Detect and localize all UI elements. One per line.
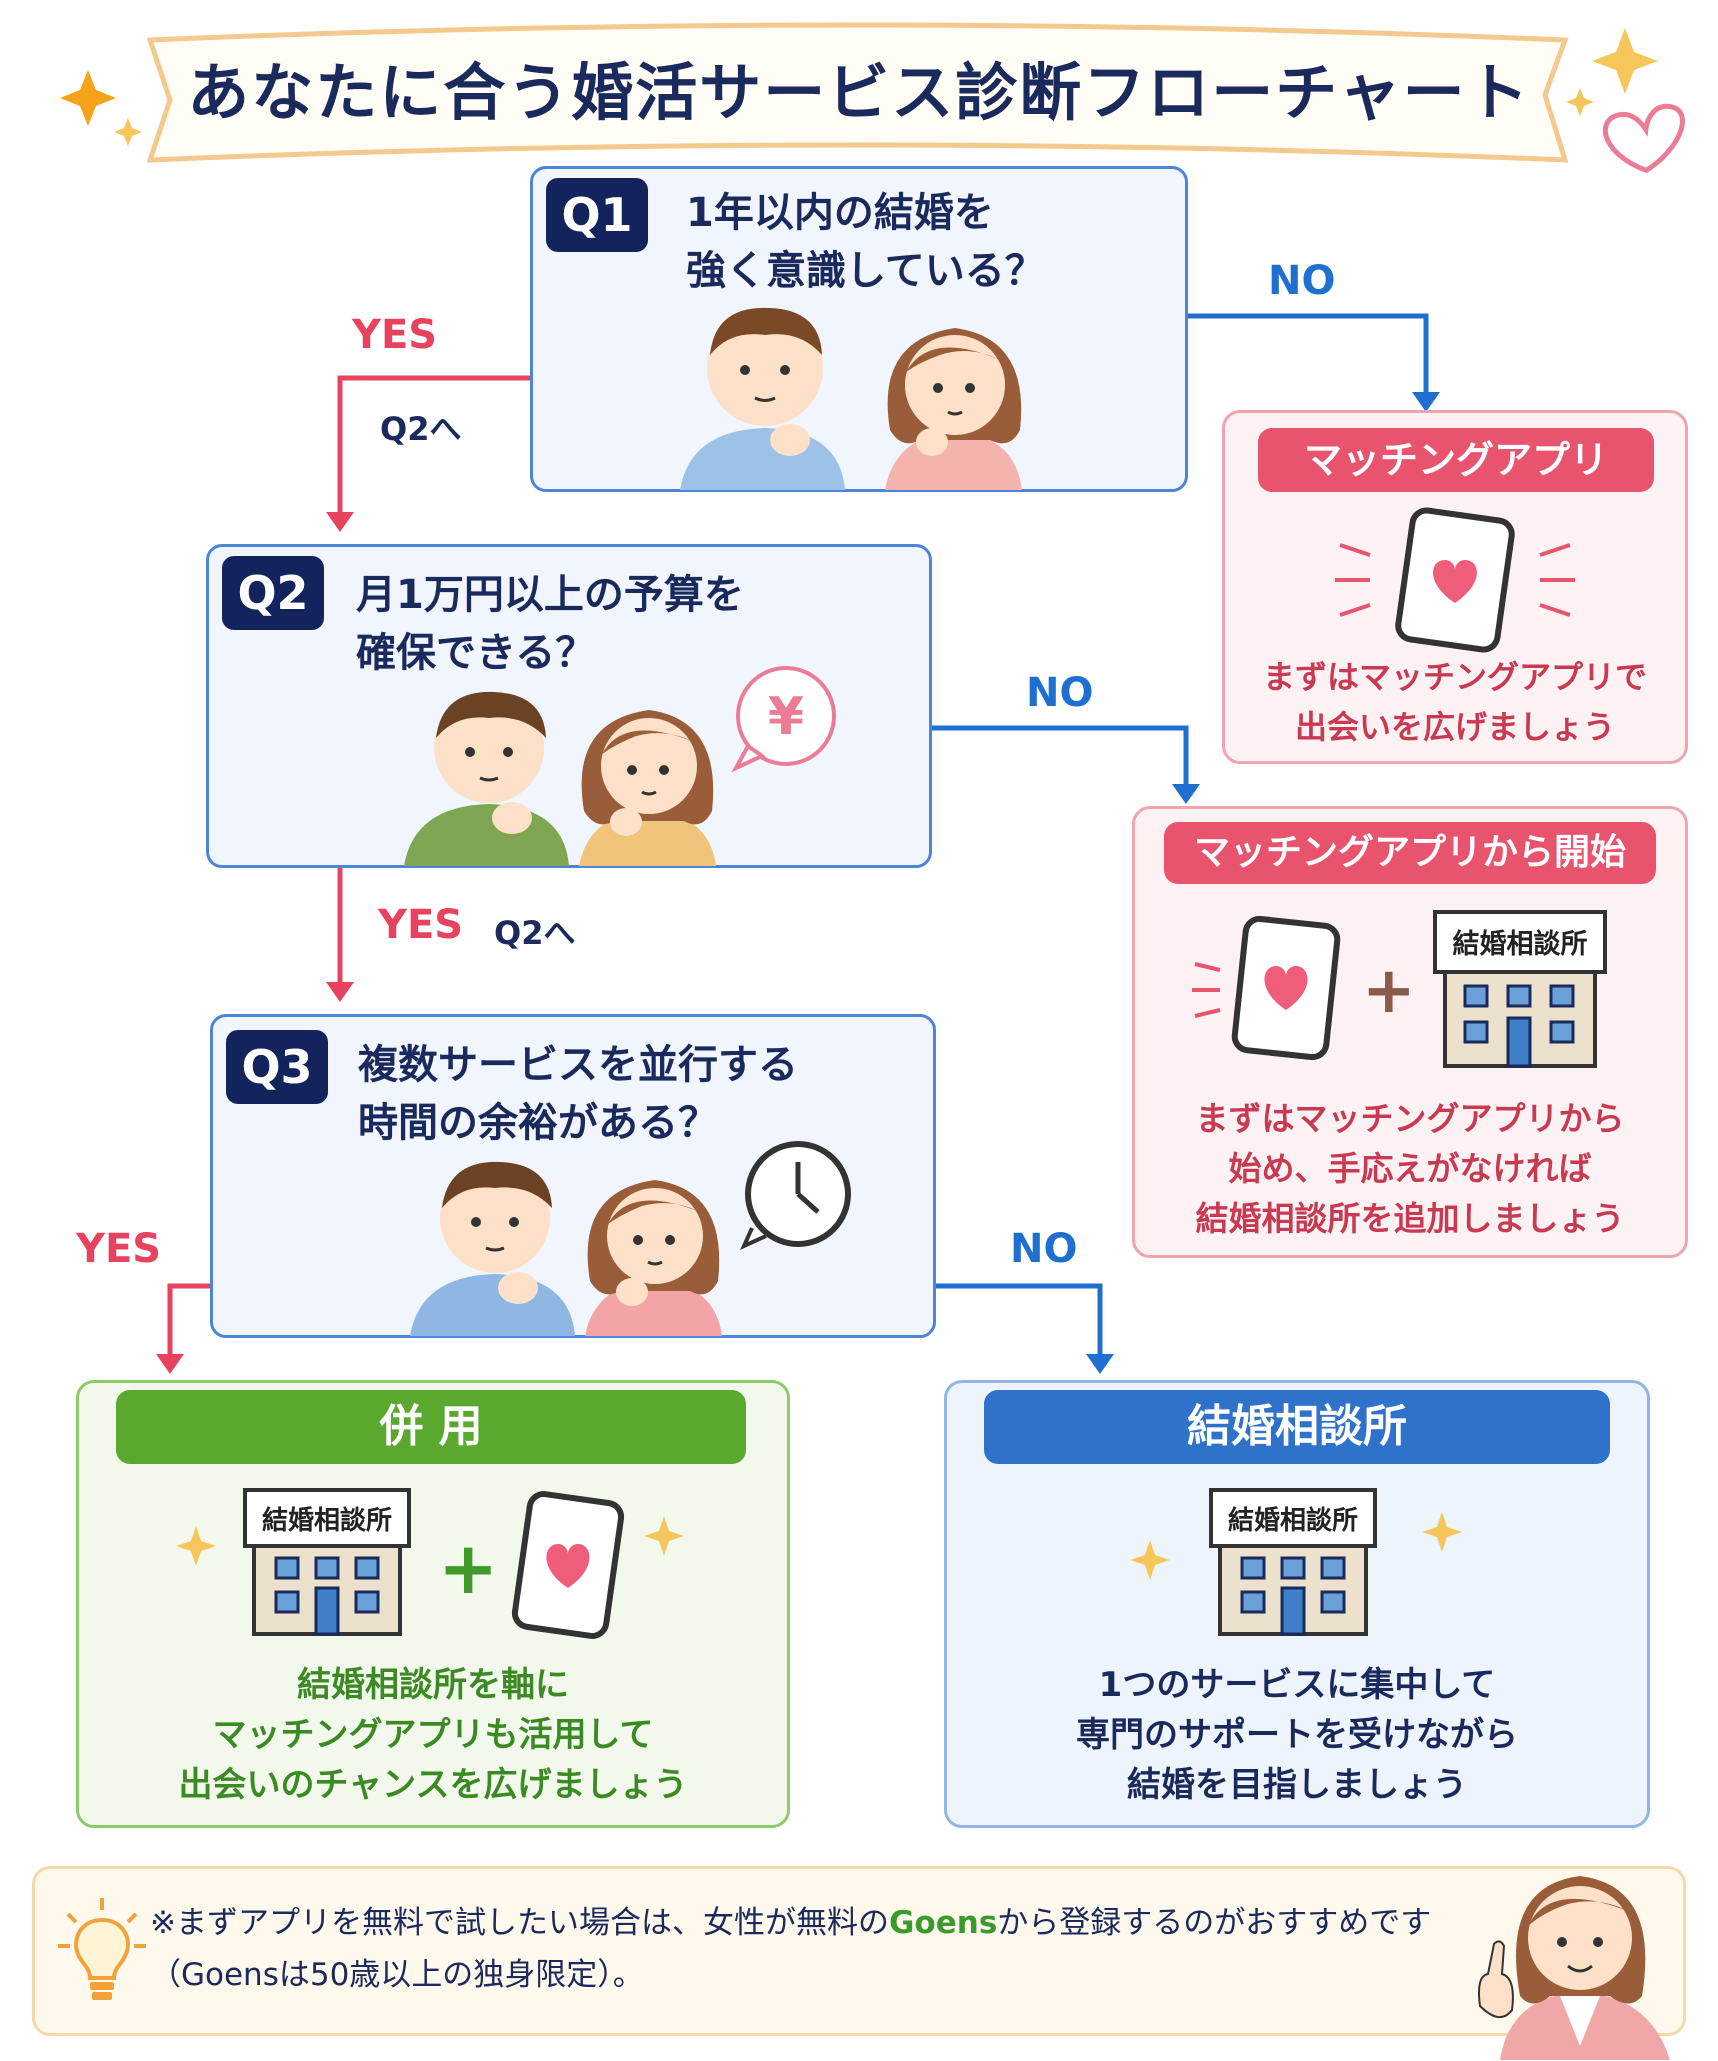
sparkle-icon <box>176 1526 216 1566</box>
marriage-agency-building-icon <box>243 1488 411 1636</box>
q1-no-connector <box>1188 313 1429 398</box>
q3-question: 複数サービスを並行する 時間の余裕がある？ <box>358 1042 798 1146</box>
q3-yes-connector <box>167 1283 210 1360</box>
arrowhead-icon <box>1412 392 1440 412</box>
q1-yes-label: YES <box>352 312 438 358</box>
sparkle-icon <box>114 118 142 146</box>
arrowhead-icon <box>1086 1354 1114 1374</box>
sparkle-icon <box>1130 1540 1170 1580</box>
q3-no-label: NO <box>1010 1226 1078 1272</box>
note-line-2: （Goensは50歳以上の独身限定）。 <box>150 1957 644 1993</box>
q1-question: 1年以内の結婚を 強く意識している？ <box>686 190 1045 294</box>
note-suffix: から登録するのがおすすめです <box>997 1905 1432 1941</box>
smartphone-heart-icon <box>1192 915 1341 1061</box>
result-combined-text: 結婚相談所を軸に マッチングアプリも活用して 出会いのチャンスを広げましょう <box>178 1665 688 1805</box>
thinking-couple-illustration <box>410 1161 722 1336</box>
arrowhead-icon <box>1172 784 1200 804</box>
arrowhead-icon <box>326 982 354 1002</box>
sparkle-icon <box>1592 28 1658 94</box>
marriage-agency-building-icon <box>1209 1488 1377 1636</box>
recommendation-note <box>32 1866 1686 2036</box>
arrowhead-icon <box>326 512 354 532</box>
goens-brand: Goens <box>888 1905 998 1941</box>
plus-icon: + <box>1362 954 1416 1028</box>
sparkle-icon <box>60 70 116 126</box>
building-sign-label: 結婚相談所 <box>261 1506 392 1536</box>
q3-badge: Q3 <box>226 1030 328 1104</box>
sparkle-icon <box>1566 88 1594 116</box>
marriage-agency-building-icon <box>1433 910 1607 1068</box>
q2-no-label: NO <box>1026 670 1094 716</box>
note-line-1: ※まずアプリを無料で試したい場合は、女性が無料のGoensから登録するのがおすす… <box>150 1897 1431 1949</box>
result-start-matching-title: マッチングアプリから開始 <box>1164 822 1656 884</box>
q2-no-connector <box>932 725 1189 790</box>
note-prefix: ※まずアプリを無料で試したい場合は、女性が無料の <box>150 1905 889 1941</box>
q2-badge: Q2 <box>222 556 324 630</box>
q3-no-connector <box>936 1283 1103 1360</box>
building-sign-label: 結婚相談所 <box>1227 1506 1358 1536</box>
result-matching-app-title: マッチングアプリ <box>1258 428 1654 492</box>
q1-badge: Q1 <box>546 178 648 252</box>
sparkle-icon <box>644 1516 684 1556</box>
q2-yes-sublabel: Q2へ <box>494 914 576 952</box>
building-sign-label: 結婚相談所 <box>1452 929 1588 960</box>
heart-outline-icon <box>1602 103 1685 174</box>
smartphone-heart-icon <box>511 1491 625 1639</box>
yen-symbol: ¥ <box>768 687 804 747</box>
q2-yes-label: YES <box>378 902 464 948</box>
result-matching-app-text: まずはマッチングアプリで 出会いを広げましょう <box>1262 658 1647 746</box>
clock-icon <box>740 1141 851 1250</box>
result-start-matching-text: まずはマッチングアプリから 始め、手応えがなければ 結婚相談所を追加しましょう <box>1195 1099 1625 1238</box>
thinking-couple-illustration <box>680 307 1022 490</box>
advisor-woman-illustration <box>1478 1876 1670 2060</box>
q1-card <box>530 166 1188 492</box>
plus-icon: + <box>438 1526 499 1610</box>
note-text: ※まずアプリを無料で試したい場合は、女性が無料のGoensから登録するのがおすす… <box>150 1897 1431 2001</box>
arrowhead-icon <box>156 1354 184 1374</box>
q1-yes-connector <box>337 375 530 518</box>
thinking-couple-illustration <box>404 691 716 866</box>
smartphone-heart-icon <box>1335 507 1575 653</box>
yen-bubble-icon: ¥ <box>731 666 836 773</box>
lightbulb-icon <box>58 1898 146 2000</box>
result-agency-title: 結婚相談所 <box>984 1390 1610 1464</box>
title-ribbon <box>146 22 1569 163</box>
sparkle-icon <box>1422 1512 1462 1552</box>
q3-yes-label: YES <box>76 1226 162 1272</box>
q1-yes-sublabel: Q2へ <box>380 410 462 448</box>
q1-no-label: NO <box>1268 258 1336 304</box>
result-combined-title: 併 用 <box>116 1390 746 1464</box>
q2-question: 月1万円以上の予算を 確保できる？ <box>356 572 744 676</box>
result-agency-text: 1つのサービスに集中して 専門のサポートを受けながら 結婚を目指しましょう <box>1076 1665 1518 1805</box>
page-title: あなたに合う婚活サービス診断フローチャート <box>187 56 1531 129</box>
